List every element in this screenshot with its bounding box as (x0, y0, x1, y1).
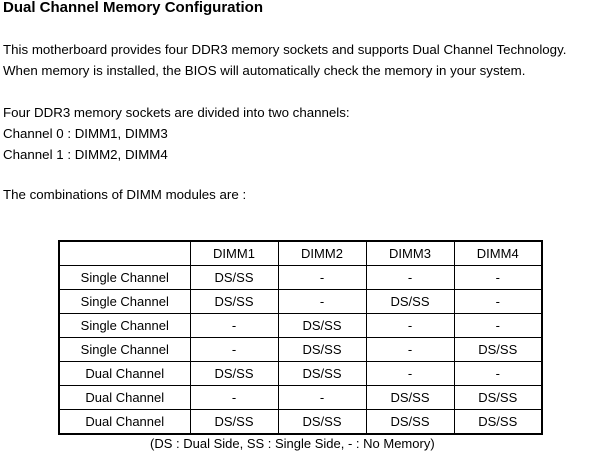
mode-cell: Single Channel (58, 313, 191, 338)
dimm2-cell: DS/SS (277, 313, 367, 338)
dimm1-cell: - (189, 385, 279, 410)
dimm2-cell: DS/SS (277, 337, 367, 362)
dimm1-cell: DS/SS (189, 265, 279, 290)
table-row: Single Channel-DS/SS-- (58, 313, 543, 338)
channels-line-1: Four DDR3 memory sockets are divided int… (3, 105, 350, 120)
dimm2-cell: DS/SS (277, 361, 367, 386)
dimm4-cell: DS/SS (453, 409, 543, 435)
table-legend: (DS : Dual Side, SS : Single Side, - : N… (150, 436, 435, 451)
channels-line-2: Channel 0 : DIMM1, DIMM3 (3, 126, 168, 141)
dimm1-cell: DS/SS (189, 361, 279, 386)
mode-cell: Single Channel (58, 289, 191, 314)
dimm3-cell: DS/SS (365, 385, 455, 410)
mode-cell: Dual Channel (58, 361, 191, 386)
dimm1-cell: DS/SS (189, 409, 279, 435)
dimm4-cell: - (453, 361, 543, 386)
combinations-intro: The combinations of DIMM modules are : (3, 187, 247, 202)
channels-line-3: Channel 1 : DIMM2, DIMM4 (3, 147, 168, 162)
dimm2-cell: - (277, 265, 367, 290)
mode-cell: Dual Channel (58, 409, 191, 435)
header-cell-dimm1: DIMM1 (189, 240, 279, 266)
header-cell-dimm4: DIMM4 (453, 240, 543, 266)
mode-cell: Single Channel (58, 265, 191, 290)
intro-line-2: When memory is installed, the BIOS will … (3, 63, 526, 78)
dimm3-cell: DS/SS (365, 409, 455, 435)
dimm3-cell: - (365, 337, 455, 362)
dimm4-cell: - (453, 313, 543, 338)
channels-paragraph: Four DDR3 memory sockets are divided int… (3, 102, 350, 165)
dimm1-cell: DS/SS (189, 289, 279, 314)
dimm4-cell: - (453, 289, 543, 314)
page-title: Dual Channel Memory Configuration (3, 0, 264, 16)
dimm1-cell: - (189, 337, 279, 362)
dimm3-cell: - (365, 313, 455, 338)
dimm4-cell: DS/SS (453, 337, 543, 362)
table-row: Single Channel-DS/SS-DS/SS (58, 337, 543, 362)
dimm3-cell: - (365, 361, 455, 386)
mode-cell: Dual Channel (58, 385, 191, 410)
dimm3-cell: DS/SS (365, 289, 455, 314)
mode-cell: Single Channel (58, 337, 191, 362)
header-cell-dimm2: DIMM2 (277, 240, 367, 266)
dimm4-cell: DS/SS (453, 385, 543, 410)
dimm1-cell: - (189, 313, 279, 338)
dimm2-cell: DS/SS (277, 409, 367, 435)
header-cell-dimm3: DIMM3 (365, 240, 455, 266)
dimm4-cell: - (453, 265, 543, 290)
intro-paragraph: This motherboard provides four DDR3 memo… (3, 39, 566, 81)
dimm2-cell: - (277, 385, 367, 410)
header-corner-cell (58, 240, 191, 266)
dimm2-cell: - (277, 289, 367, 314)
dimm3-cell: - (365, 265, 455, 290)
intro-line-1: This motherboard provides four DDR3 memo… (3, 42, 567, 57)
